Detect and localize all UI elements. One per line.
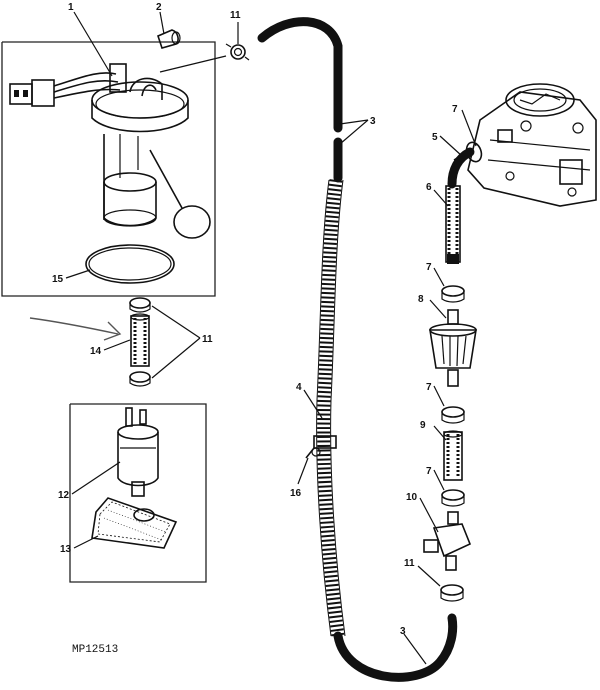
callout-2: 2 [156,2,162,13]
hose-clamp-valve-bottom [440,584,464,602]
fuel-level-float [149,149,211,239]
fuel-filter [429,309,477,387]
hose-clip [305,435,337,459]
clamp-upper [129,297,151,313]
callout-9: 9 [420,420,426,431]
callout-6: 6 [426,182,432,193]
filter-hose [443,430,463,481]
clamp-lower [129,371,151,387]
short-hose [130,313,150,367]
callout-15: 15 [52,274,64,285]
hose-route-line [159,55,227,73]
callout-11-top: 11 [230,10,241,21]
callout-7-carb: 7 [452,104,458,115]
callout-10: 10 [406,492,418,503]
callout-4: 4 [296,382,302,393]
fuel-sender-assembly [1,41,216,297]
annotation-arrow [29,317,122,341]
callout-3-upper: 3 [370,116,376,127]
hose-clamp-filter-bottom [441,406,465,424]
fuel-hose-carb [445,147,475,264]
o-ring-inner-edge [88,247,172,281]
shutoff-valve [423,511,472,571]
wiring-connector [9,72,121,107]
callout-7-valve: 7 [426,466,432,477]
callout-13: 13 [60,544,72,555]
callout-1: 1 [68,2,74,13]
figure-id: MP12513 [72,644,118,656]
pump-strainer [91,497,178,549]
hose-clamp-filter-top [441,285,465,303]
hose-clamp-valve-top [441,489,465,507]
leader-lines [65,11,477,665]
callout-5: 5 [432,132,438,143]
electric-fuel-pump [117,407,159,497]
callout-11-bottom: 11 [404,558,415,569]
fuel-pump-assembly [69,403,207,583]
carburetor [467,83,597,207]
protective-sleeve [317,179,345,637]
callout-8: 8 [418,294,424,305]
fuel-hose-lower [333,613,458,682]
sender-reservoir [103,134,157,227]
hose-clamp-top [225,43,250,61]
callout-11-middle: 11 [202,334,213,345]
callout-3-lower: 3 [400,626,406,637]
callout-7-filter-bottom: 7 [426,382,432,393]
pump-assembly-frame [69,403,207,583]
fuel-hose-upper [257,17,343,133]
callout-labels: 1 2 3 3 4 5 6 7 7 7 7 8 9 10 11 11 11 12… [52,2,458,637]
callout-16: 16 [290,488,302,499]
vent-plug [157,29,181,49]
o-ring [85,244,175,284]
sender-flange [91,63,189,133]
callout-12: 12 [58,490,70,501]
callout-7-filter-top: 7 [426,262,432,273]
sender-assembly-frame [1,41,216,297]
callout-14: 14 [90,346,102,357]
fuel-line-main [257,17,458,682]
